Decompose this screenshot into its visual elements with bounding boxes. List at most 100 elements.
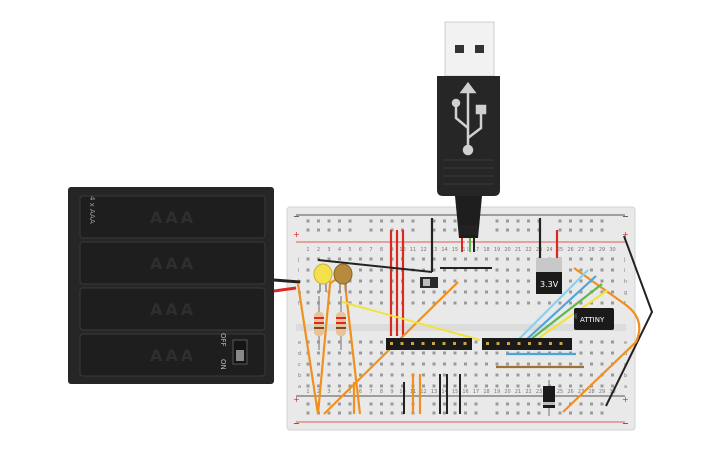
terminal-hole <box>317 257 320 261</box>
terminal-hole <box>369 257 373 261</box>
column-number: 23 <box>536 389 542 395</box>
terminal-hole <box>495 362 499 366</box>
diode <box>543 380 555 416</box>
rail-hole <box>495 402 499 406</box>
row-letter: h <box>624 279 627 285</box>
terminal-hole <box>600 384 604 388</box>
terminal-hole <box>600 362 604 366</box>
terminal-hole <box>432 351 436 355</box>
rail-hole <box>600 411 604 415</box>
terminal-hole <box>464 384 467 388</box>
terminal-hole <box>411 279 415 283</box>
terminal-hole <box>516 362 520 366</box>
header-pin <box>390 342 393 345</box>
rail-hole <box>327 228 331 232</box>
column-number: 25 <box>557 389 563 395</box>
terminal-hole <box>600 268 604 272</box>
rail-minus-top-left: − <box>293 212 300 221</box>
terminal-hole <box>464 362 467 366</box>
terminal-hole <box>443 268 446 272</box>
row-letter: e <box>624 340 627 346</box>
terminal-hole <box>506 268 509 272</box>
column-number: 29 <box>599 247 605 253</box>
terminal-hole <box>579 301 583 305</box>
terminal-hole <box>474 351 478 355</box>
terminal-hole <box>306 384 310 388</box>
terminal-hole <box>485 362 488 366</box>
terminal-hole <box>359 257 362 261</box>
terminal-hole <box>443 279 446 283</box>
rail-hole <box>527 402 530 406</box>
rail-hole <box>390 411 394 415</box>
battery-switch-slider[interactable] <box>236 350 244 361</box>
terminal-hole <box>474 373 478 377</box>
terminal-hole <box>506 373 509 377</box>
terminal-hole <box>611 340 614 344</box>
terminal-hole <box>453 279 457 283</box>
terminal-hole <box>558 373 562 377</box>
rail-hole <box>369 402 373 406</box>
rail-hole <box>600 219 604 223</box>
terminal-hole <box>464 373 467 377</box>
row-letter: e <box>298 340 301 346</box>
rail-hole <box>506 411 509 415</box>
column-number: 12 <box>420 247 426 253</box>
rail-hole <box>380 402 383 406</box>
terminal-hole <box>422 268 425 272</box>
terminal-hole <box>569 279 572 283</box>
rail-hole <box>432 411 436 415</box>
column-number: 2 <box>317 247 320 253</box>
terminal-hole <box>453 290 457 294</box>
terminal-hole <box>432 257 436 261</box>
rail-hole <box>348 219 352 223</box>
battery-lead-red <box>273 286 297 293</box>
rail-hole <box>317 219 320 223</box>
column-number: 15 <box>452 247 458 253</box>
usb-plug-metal <box>444 21 495 77</box>
header-pin <box>538 342 542 345</box>
column-number: 21 <box>515 247 521 253</box>
terminal-hole <box>369 351 373 355</box>
terminal-hole <box>369 290 373 294</box>
terminal-hole <box>464 268 467 272</box>
rail-hole <box>474 402 478 406</box>
terminal-hole <box>495 257 499 261</box>
rail-hole <box>338 402 341 406</box>
rail-hole <box>327 219 331 223</box>
header-pin <box>453 342 456 345</box>
column-number: 7 <box>369 247 372 253</box>
slide-switch[interactable] <box>420 277 438 288</box>
rail-hole <box>579 402 583 406</box>
terminal-hole <box>348 301 352 305</box>
rail-hole <box>401 402 404 406</box>
column-number: 5 <box>348 389 351 395</box>
wire-green <box>529 283 603 341</box>
battery-cell-label-4: AAA <box>150 346 196 365</box>
terminal-hole <box>401 384 404 388</box>
rail-hole <box>369 228 373 232</box>
header-pin <box>528 342 531 345</box>
rail-hole <box>432 228 436 232</box>
battery-switch-off-label: OFF <box>219 333 227 347</box>
terminal-hole <box>327 340 331 344</box>
wire-black-3 <box>317 259 433 273</box>
column-number: 25 <box>557 247 563 253</box>
terminal-hole <box>485 301 488 305</box>
terminal-hole <box>548 301 551 305</box>
terminal-hole <box>611 279 614 283</box>
terminal-hole <box>443 351 446 355</box>
led-amber <box>333 263 353 292</box>
row-letter: b <box>298 373 301 379</box>
regulator-label: 3.3V <box>540 280 559 289</box>
column-number: 8 <box>380 389 383 395</box>
rail-hole <box>338 228 341 232</box>
terminal-hole <box>359 340 362 344</box>
rail-hole <box>569 228 572 232</box>
terminal-hole <box>411 362 415 366</box>
column-number: 4 <box>338 389 341 395</box>
header-pin <box>496 342 500 345</box>
terminal-hole <box>537 301 541 305</box>
row-letter: a <box>298 384 301 390</box>
terminal-hole <box>527 257 530 261</box>
row-letter: j <box>623 257 625 263</box>
